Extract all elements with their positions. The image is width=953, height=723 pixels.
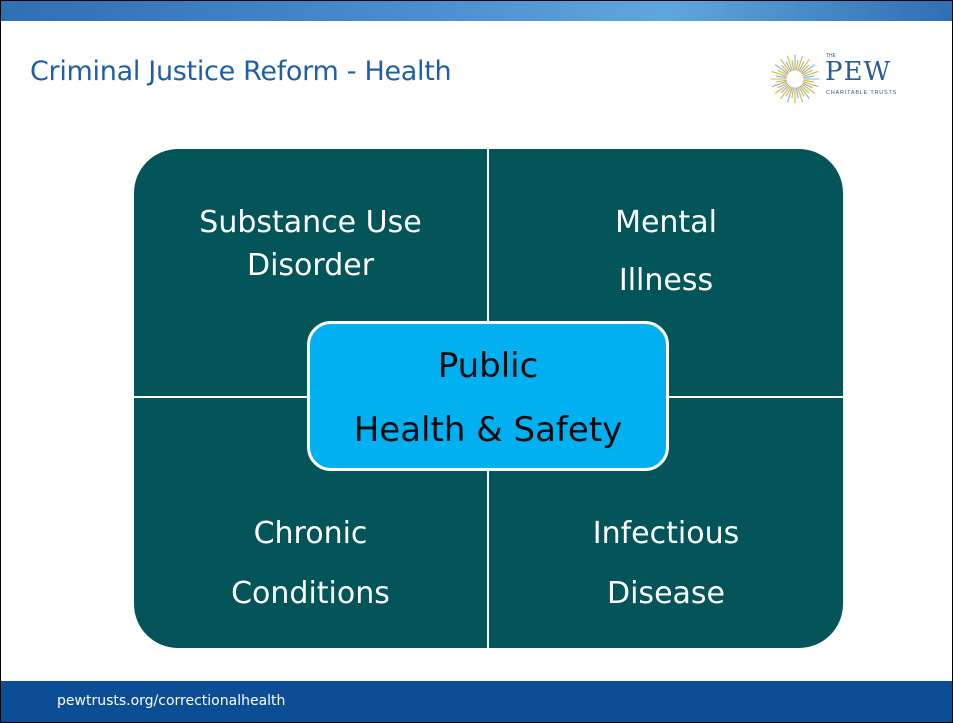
sunburst-ray [800, 65, 809, 74]
quadrant-line: Substance Use [199, 205, 422, 240]
sunburst-ray [797, 55, 803, 71]
sunburst-ray [803, 71, 819, 77]
footer-url: pewtrusts.org/correctionalhealth [57, 693, 286, 709]
logo-the: THE [826, 53, 836, 59]
sunburst-ray [795, 59, 799, 71]
sunburst-ray [801, 83, 815, 94]
quadrant-line: Mental [615, 205, 717, 240]
sunburst-ray [803, 81, 819, 87]
sunburst-ray [791, 59, 795, 71]
sunburst-ray [795, 87, 799, 99]
sunburst-ray [775, 64, 789, 75]
sunburst-ray [803, 75, 815, 79]
sunburst-ray [802, 69, 813, 76]
logo-subtitle: CHARITABLE TRUSTS [826, 90, 898, 96]
quadrant-infectious-disease: Infectious Disease [489, 504, 843, 624]
pew-logo: THE PEW CHARITABLE TRUSTS [769, 49, 919, 109]
center-line: Health & Safety [353, 410, 623, 450]
sunburst-ray [785, 61, 792, 72]
top-band [1, 1, 952, 21]
sunburst-ray [801, 64, 815, 75]
quadrant-line: Disease [607, 576, 725, 611]
quadrant-chronic-conditions: Chronic Conditions [134, 504, 487, 624]
sunburst-ray [771, 81, 787, 87]
quadrant-line: Conditions [231, 576, 390, 611]
sunburst-ray [775, 75, 787, 79]
sunburst-ray [780, 59, 791, 73]
quadrant-line: Chronic [253, 516, 368, 551]
sunburst-ray [802, 82, 813, 89]
sunburst-ray [780, 85, 791, 99]
sunburst-ray [771, 71, 787, 77]
sunburst-icon [770, 54, 820, 104]
sunburst-ray [777, 82, 788, 89]
center-public-health-safety: Public Health & Safety [307, 321, 669, 471]
sunburst-ray [787, 55, 793, 71]
sunburst-ray [799, 59, 810, 73]
sunburst-ray [798, 86, 805, 97]
quadrant-substance-use-disorder: Substance Use Disorder [134, 201, 487, 287]
quadrant-line: Illness [618, 263, 714, 298]
footer-band: pewtrusts.org/correctionalhealth [1, 681, 952, 722]
sunburst-ray [785, 86, 792, 97]
sunburst-ray [798, 61, 805, 72]
sunburst-ray [797, 87, 803, 103]
center-line: Public [437, 346, 539, 386]
quadrant-line: Infectious [592, 516, 740, 551]
sunburst-ray [800, 84, 809, 93]
sunburst-ray [781, 84, 790, 93]
sunburst-ray [775, 83, 789, 94]
sunburst-ray [775, 79, 787, 83]
sunburst-ray [781, 65, 790, 74]
slide-title: Criminal Justice Reform - Health [30, 56, 452, 87]
sunburst-ray [777, 69, 788, 76]
sunburst-ray [799, 85, 810, 99]
sunburst-ray [803, 79, 815, 83]
sunburst-ray [791, 87, 795, 99]
logo-wordmark: PEW [825, 57, 892, 87]
sunburst-ray [787, 87, 793, 103]
quadrant-mental-illness: Mental Illness [489, 194, 843, 310]
quadrant-line: Disorder [246, 248, 375, 283]
